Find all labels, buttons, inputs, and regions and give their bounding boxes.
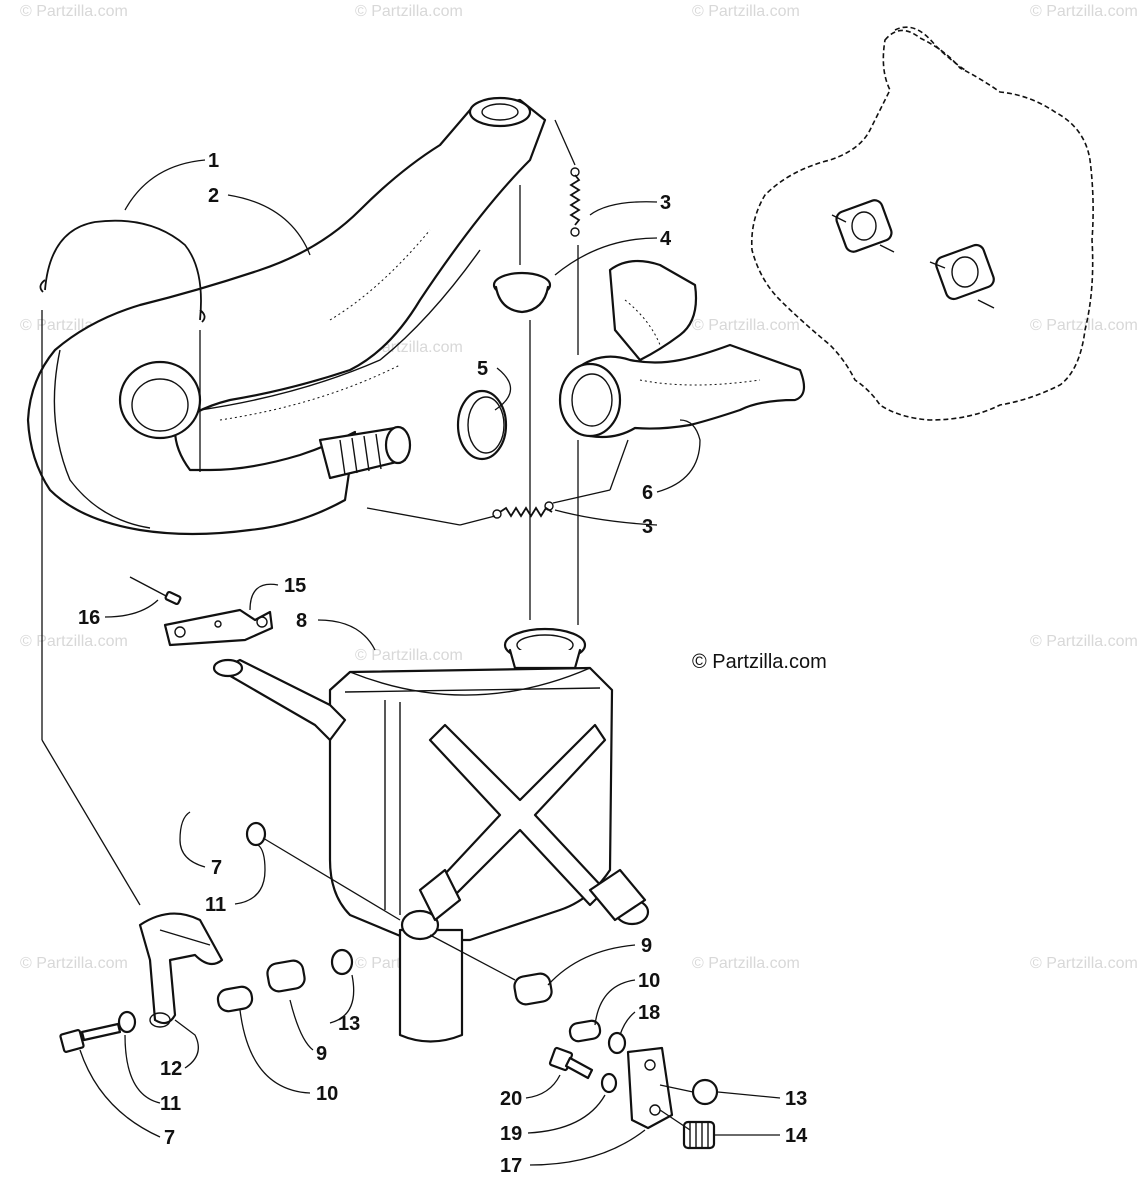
exhaust-port-left xyxy=(835,199,893,253)
watermark: © Partzilla.com xyxy=(692,317,800,334)
nut-18 xyxy=(607,1031,627,1055)
callout-label: 13 xyxy=(338,1013,360,1035)
watermark: © Partzilla.com xyxy=(1030,633,1138,650)
exhaust-port-right xyxy=(935,243,995,301)
washer-11-lower xyxy=(117,1010,137,1034)
callout-label: 7 xyxy=(211,857,222,879)
callout-label: 4 xyxy=(660,228,672,250)
spacer-10-right xyxy=(568,1019,602,1043)
callout-label: 14 xyxy=(785,1125,808,1147)
bushing-9-left xyxy=(266,959,306,993)
nut-13-right xyxy=(691,1078,719,1106)
exhaust-manifold xyxy=(558,259,806,439)
stud-14 xyxy=(682,1120,716,1150)
exhaust-spring-upper xyxy=(569,167,581,237)
washer-19 xyxy=(600,1072,618,1094)
callout-label: 19 xyxy=(500,1123,522,1145)
callout-label: 12 xyxy=(160,1058,182,1080)
grommet xyxy=(492,271,552,314)
washer-11-upper xyxy=(245,821,267,847)
bolt-7-lower xyxy=(59,1022,122,1053)
spacer-10-left xyxy=(216,985,254,1013)
bracket xyxy=(163,608,274,647)
callout-label: 5 xyxy=(477,358,488,380)
watermark: © Partzilla.com xyxy=(20,633,128,650)
spring-hook-wire xyxy=(44,219,202,321)
plate-17 xyxy=(626,1046,674,1130)
seal-ring xyxy=(456,389,508,461)
watermark: © Partzilla.com xyxy=(1030,3,1138,20)
callout-label: 2 xyxy=(208,185,219,207)
callout-label: 8 xyxy=(296,610,307,632)
muffler xyxy=(212,627,650,1043)
callout-label: 13 xyxy=(785,1088,807,1110)
callout-label: 15 xyxy=(284,575,306,597)
watermark: © Partzilla.com xyxy=(20,3,128,20)
callout-label: 18 xyxy=(638,1002,660,1024)
callout-leaders xyxy=(79,159,781,1166)
callout-label: 1 xyxy=(208,150,219,172)
callout-label: 3 xyxy=(660,192,671,214)
callout-label: 17 xyxy=(500,1155,522,1177)
engine-outline xyxy=(750,26,1094,421)
watermark: © Partzilla.com xyxy=(1030,317,1138,334)
assembly-guides xyxy=(41,119,694,1131)
expansion-chamber xyxy=(26,96,547,536)
callout-label: 9 xyxy=(316,1043,327,1065)
watermark: © Partzilla.com xyxy=(355,647,463,664)
screw xyxy=(129,576,182,606)
watermark-layer: © Partzilla.com © Partzilla.com © Partzi… xyxy=(20,3,1138,972)
bolt-20 xyxy=(548,1046,594,1080)
callout-label: 16 xyxy=(78,607,100,629)
nut-13-left xyxy=(330,948,354,976)
callout-label: 20 xyxy=(500,1088,522,1110)
callout-label: 6 xyxy=(642,482,653,504)
callout-label: 11 xyxy=(205,894,226,916)
watermark: © Partzilla.com xyxy=(355,3,463,20)
watermark: © Partzilla.com xyxy=(692,3,800,20)
watermark: © Partzilla.com xyxy=(1030,955,1138,972)
watermark: © Partzilla.com xyxy=(692,955,800,972)
callout-labels: 1 2 3 4 5 3 6 15 16 8 7 11 9 10 18 13 12… xyxy=(78,150,808,1177)
callout-label: 7 xyxy=(164,1127,175,1149)
copyright-label: © Partzilla.com xyxy=(692,651,827,673)
callout-label: 10 xyxy=(638,970,660,992)
callout-label: 9 xyxy=(641,935,652,957)
callout-label: 10 xyxy=(316,1083,338,1105)
callout-label: 11 xyxy=(160,1093,181,1115)
watermark: © Partzilla.com xyxy=(20,955,128,972)
callout-label: 3 xyxy=(642,516,653,538)
hanger-12 xyxy=(138,912,224,1028)
exhaust-spring-lower xyxy=(492,501,554,519)
bushing-9-right xyxy=(513,972,553,1006)
